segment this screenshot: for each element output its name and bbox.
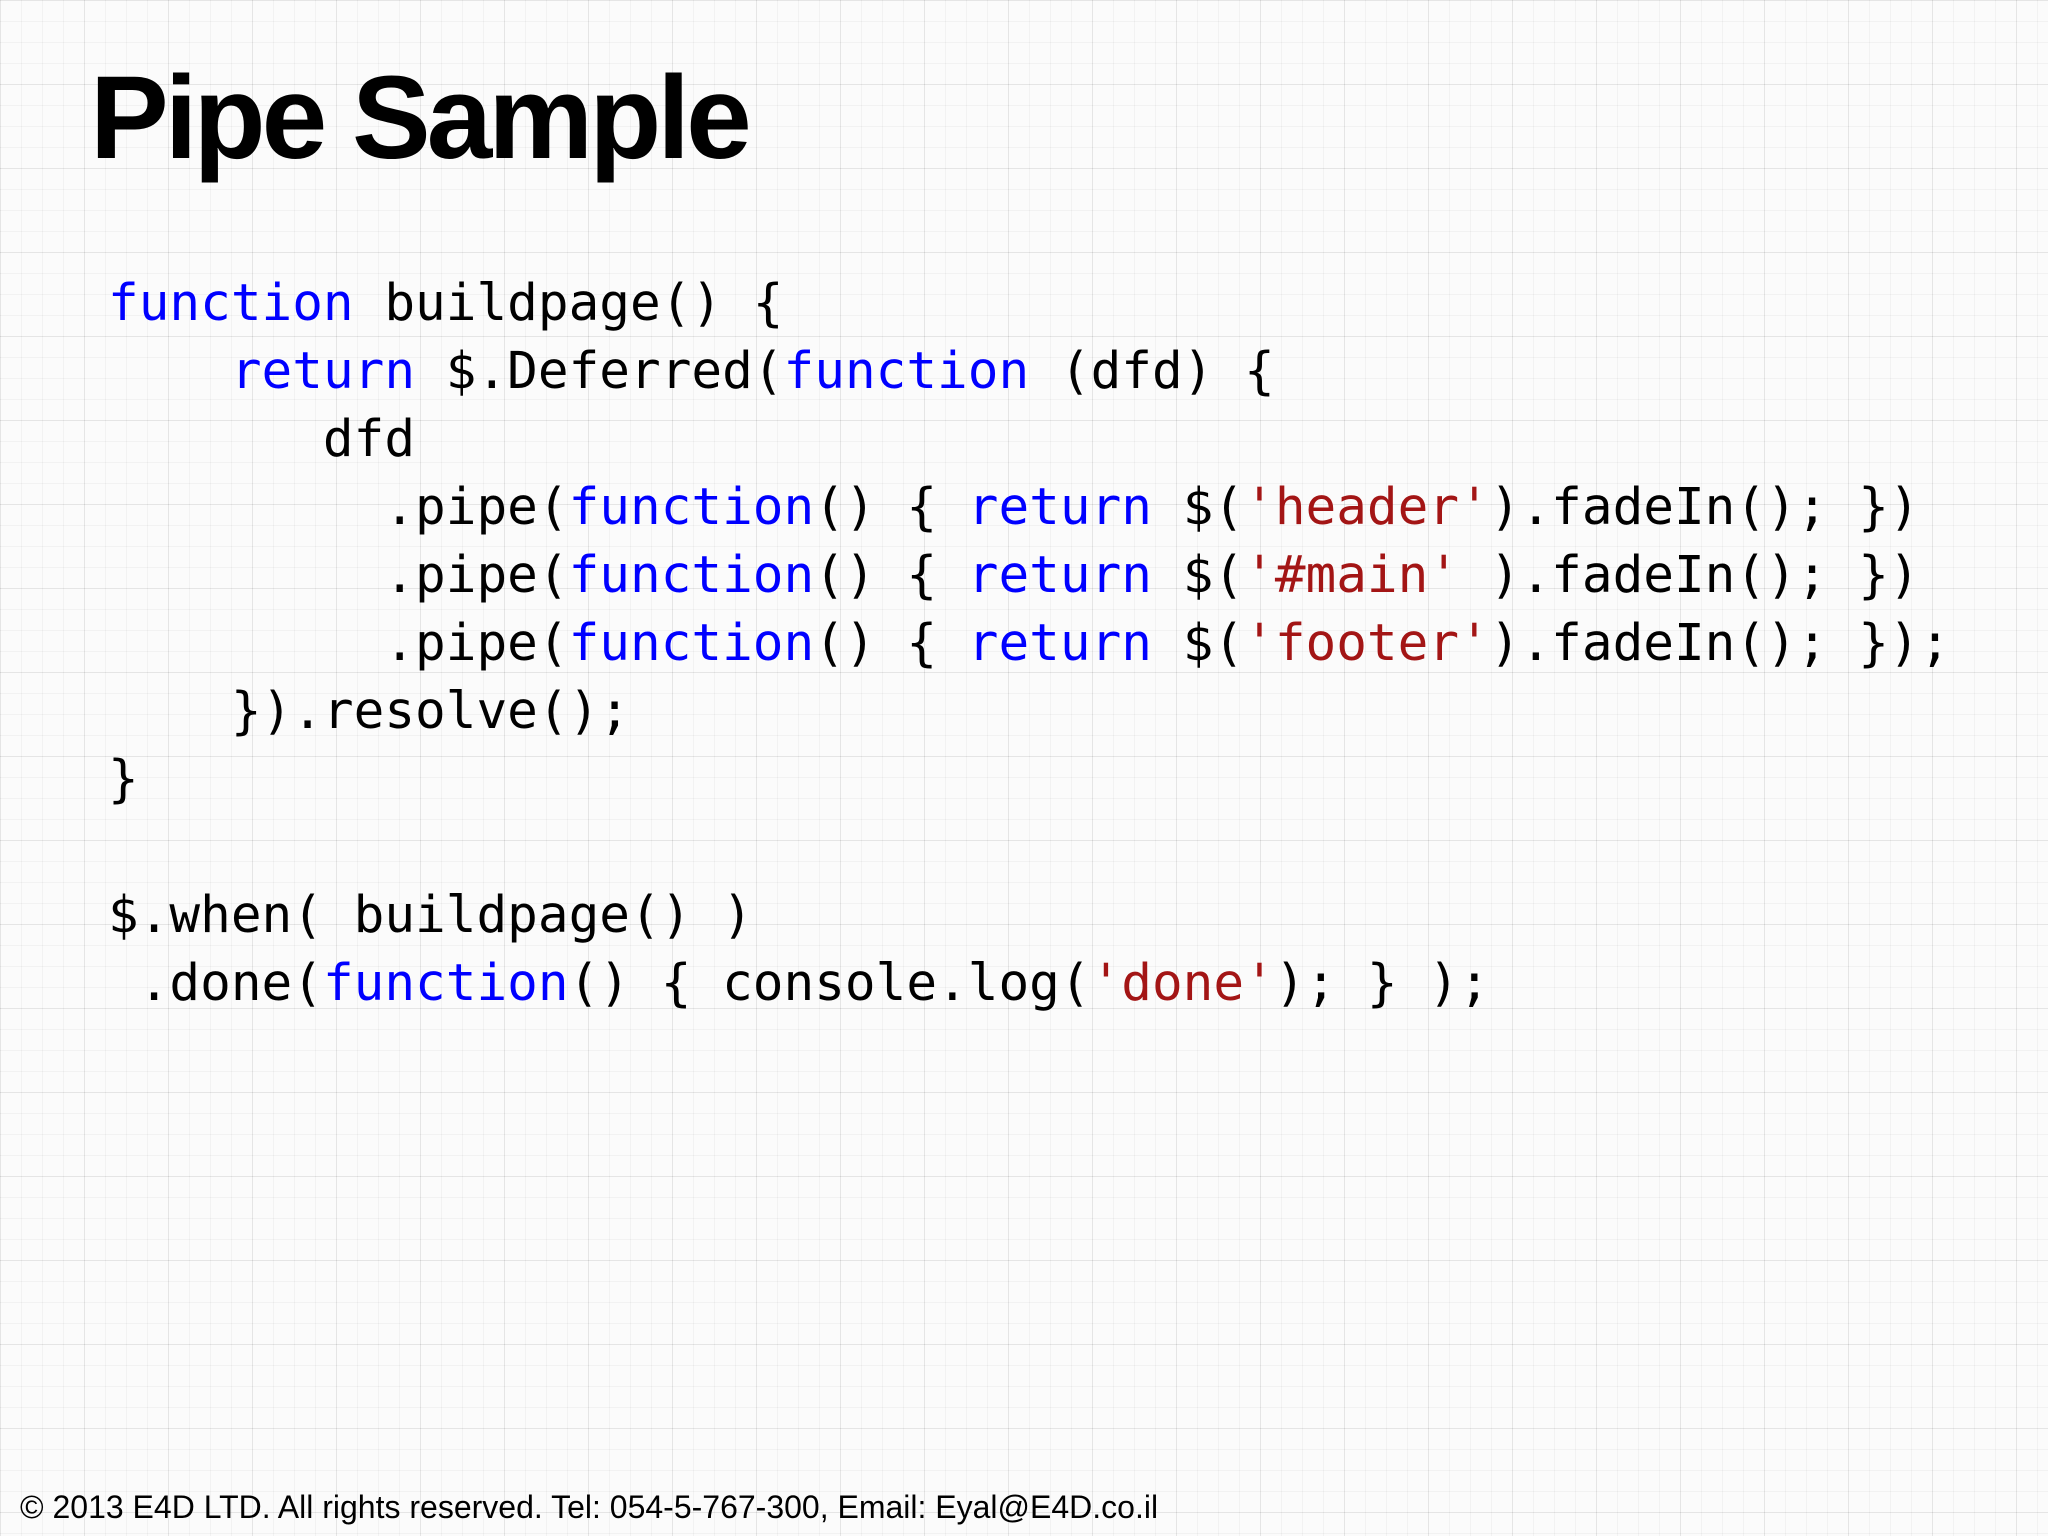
code-token-string: 'header': [1244, 478, 1490, 537]
code-token-keyword: return: [967, 614, 1152, 673]
code-line: }).resolve();: [108, 678, 1950, 746]
code-token-keyword: function: [568, 614, 815, 673]
code-token-string: 'footer': [1244, 614, 1490, 673]
code-line: function buildpage() {: [108, 270, 1950, 338]
code-token-plain: ); } );: [1274, 954, 1490, 1013]
code-token-plain: .done(: [108, 954, 323, 1013]
code-token-plain: buildpage() {: [353, 274, 784, 333]
code-token-keyword: return: [967, 546, 1152, 605]
code-token-keyword: return: [967, 478, 1152, 537]
code-line: $.when( buildpage() ): [108, 882, 1950, 950]
code-token-keyword: function: [783, 342, 1030, 401]
code-token-string: 'done': [1090, 954, 1275, 1013]
copyright-footer: © 2013 E4D LTD. All rights reserved. Tel…: [20, 1489, 1159, 1525]
code-token-plain: $(: [1151, 546, 1245, 605]
code-token-plain: () {: [814, 614, 968, 673]
code-token-plain: }).resolve();: [108, 682, 630, 741]
code-token-plain: ).fadeIn(); });: [1489, 614, 1951, 673]
code-token-plain: .pipe(: [108, 614, 569, 673]
code-block: function buildpage() { return $.Deferred…: [108, 270, 1950, 1018]
code-token-plain: ).fadeIn(); }): [1459, 546, 1920, 605]
code-line: }: [108, 746, 1950, 814]
code-token-plain: $.Deferred(: [415, 342, 784, 401]
code-line: return $.Deferred(function (dfd) {: [108, 338, 1950, 406]
code-token-plain: ).fadeIn(); }): [1489, 478, 1920, 537]
code-line: .done(function() { console.log('done'); …: [108, 950, 1950, 1018]
code-token-plain: () {: [814, 478, 968, 537]
code-token-plain: }: [108, 750, 139, 809]
code-line: dfd: [108, 406, 1950, 474]
code-token-plain: [108, 342, 231, 401]
code-token-keyword: function: [568, 478, 815, 537]
code-token-plain: .pipe(: [108, 478, 569, 537]
code-token-string: '#main': [1244, 546, 1460, 605]
code-token-plain: $(: [1151, 614, 1245, 673]
code-token-keyword: function: [108, 274, 354, 333]
code-line: .pipe(function() { return $('#main' ).fa…: [108, 542, 1950, 610]
code-token-plain: $(: [1151, 478, 1245, 537]
code-line: .pipe(function() { return $('footer').fa…: [108, 610, 1950, 678]
code-token-keyword: function: [322, 954, 569, 1013]
slide-title: Pipe Sample: [90, 52, 752, 184]
code-token-plain: () {: [814, 546, 968, 605]
code-token-plain: $.when( buildpage() ): [108, 886, 753, 945]
code-token-plain: dfd: [108, 410, 416, 469]
code-token-keyword: return: [230, 342, 416, 401]
code-token-plain: .pipe(: [108, 546, 569, 605]
code-token-keyword: function: [568, 546, 815, 605]
code-line: [108, 814, 1950, 882]
code-token-plain: (dfd) {: [1029, 342, 1275, 401]
code-token-plain: () { console.log(: [568, 954, 1091, 1013]
code-line: .pipe(function() { return $('header').fa…: [108, 474, 1950, 542]
